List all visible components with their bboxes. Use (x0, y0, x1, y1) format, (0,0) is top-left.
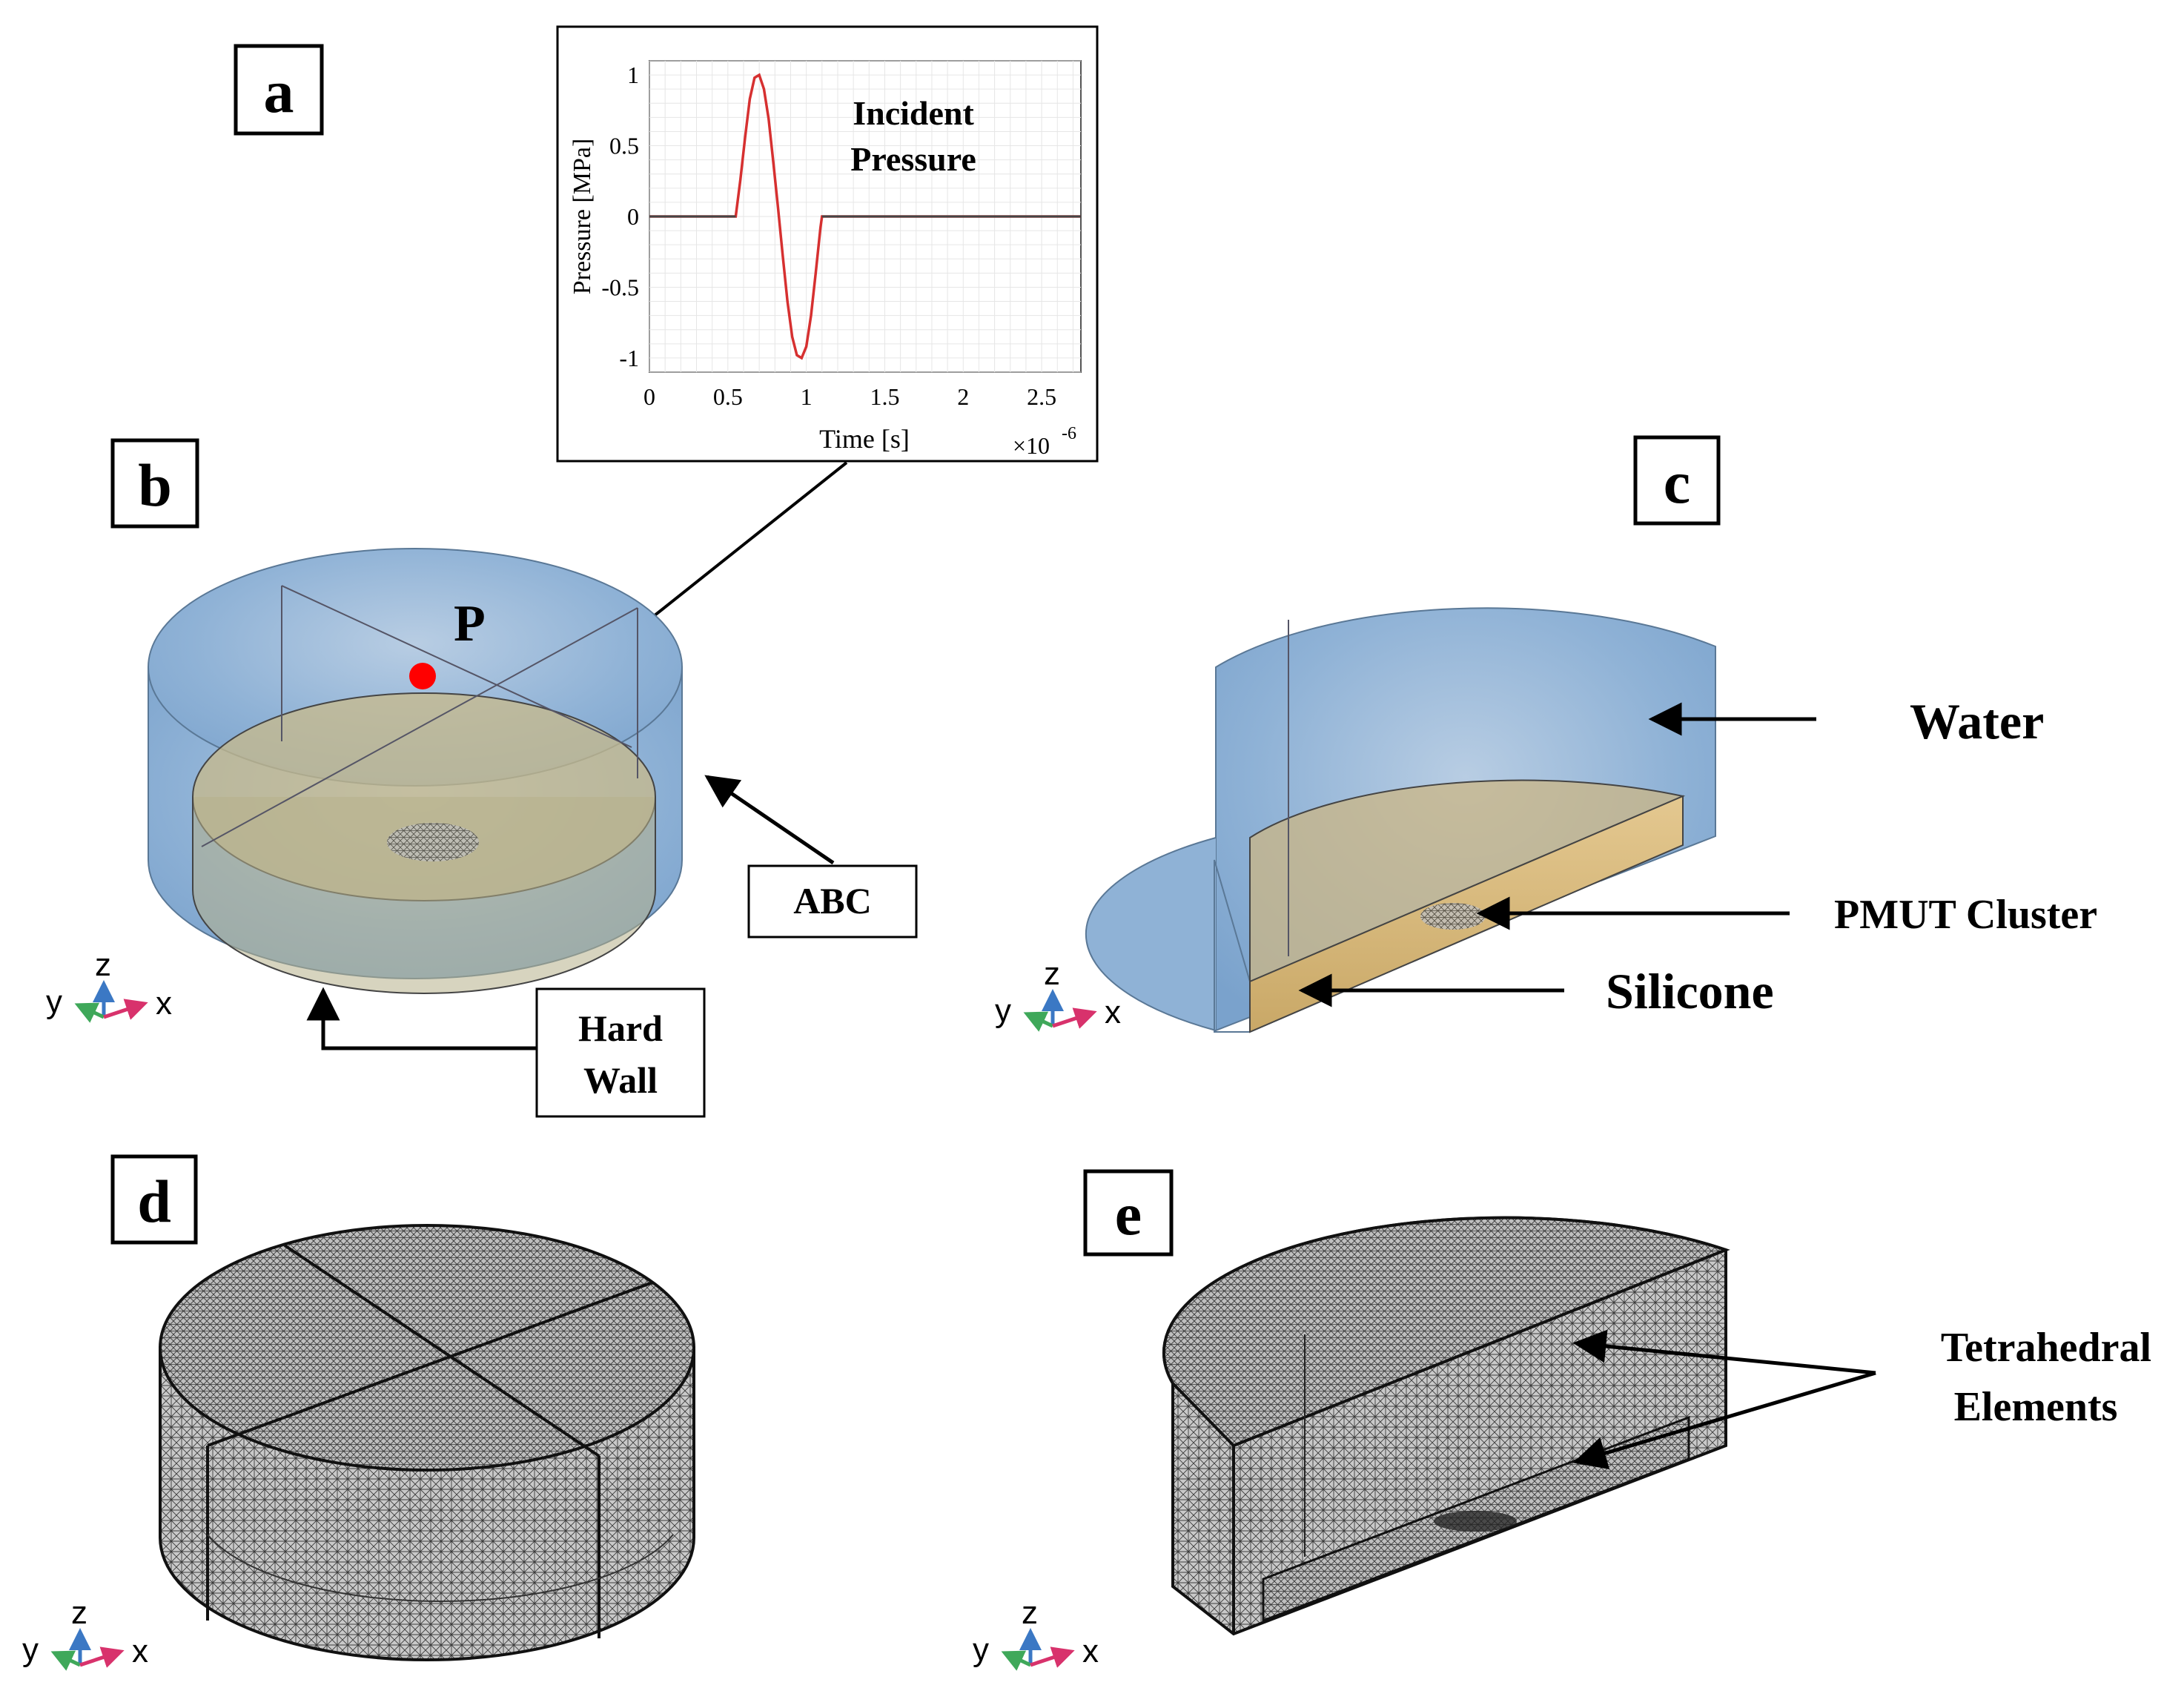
panel-label-b-box (110, 438, 199, 529)
chart-title-line1: Incident (853, 94, 974, 132)
axis-triad-c: z y x (995, 956, 1121, 1032)
silicone-layer-side (192, 797, 656, 994)
x-multiplier: ×10 (1013, 432, 1050, 459)
x-tick-labels: 0 0.5 1 1.5 2 2.5 (643, 383, 1056, 410)
triad-x-label: x (132, 1633, 148, 1669)
axis-triad-d: z y x (22, 1595, 148, 1671)
x-tick-label: 2 (957, 383, 969, 410)
tetra-arrow-upper (1572, 1329, 1876, 1375)
pmut-cluster-c (1420, 903, 1486, 930)
triad-y-label: y (22, 1632, 39, 1668)
x-multiplier-exponent: -6 (1062, 424, 1076, 443)
triad-y-axis (1023, 1011, 1054, 1032)
mesh-pmut-cluster (1434, 1511, 1517, 1532)
panel-label-e-group: e (1083, 1169, 1174, 1257)
panel-label-c: c (1664, 449, 1690, 516)
panel-label-b-group: b (110, 438, 199, 529)
panel-label-d-group: d (110, 1154, 198, 1245)
x-tick-label: 0.5 (713, 383, 743, 410)
tetra-arrow-lower (1572, 1371, 1876, 1470)
pmut-label: PMUT Cluster (1834, 892, 2097, 938)
panel-label-c-box (1633, 435, 1721, 526)
panel-label-b: b (138, 451, 172, 519)
quarter-partition-line (201, 607, 638, 847)
triad-y-axis (1001, 1650, 1032, 1671)
x-axis-label: Time [s] (819, 424, 910, 454)
y-tick-label: 0 (627, 203, 639, 230)
triad-z-label: z (71, 1595, 87, 1631)
cylinder-model-b: P (148, 548, 683, 994)
cylinder-mesh-d (159, 1224, 695, 1661)
mesh-partition-line (207, 1281, 653, 1447)
triad-z-label: z (1044, 956, 1060, 992)
triad-y-axis (74, 1002, 105, 1023)
water-curved-side (1085, 837, 1217, 1031)
tetra-label-line2: Elements (1954, 1384, 2118, 1430)
triad-z-label: z (1022, 1595, 1038, 1631)
water-label: Water (1910, 693, 2044, 749)
mesh-inner-edge (207, 1534, 674, 1602)
x-tick-label: 1.5 (870, 383, 899, 410)
panel-label-d-box (110, 1154, 198, 1245)
mesh-cylinder-top (159, 1224, 695, 1472)
triad-x-axis (1030, 1646, 1075, 1668)
y-axis-label: Pressure [MPa] (569, 139, 596, 295)
triad-y-label: y (973, 1632, 989, 1668)
x-tick-label: 0 (643, 383, 655, 410)
panel-label-a-box (234, 44, 324, 136)
panel-label-c-group: c (1633, 435, 1721, 526)
y-tick-label: 1 (627, 62, 639, 88)
panel-label-e: e (1115, 1180, 1142, 1248)
chart-title-line2: Pressure (850, 140, 976, 178)
axis-triad-e: z y x (973, 1595, 1099, 1671)
hardwall-box (535, 987, 706, 1118)
quarter-partition-line (281, 585, 632, 748)
panel-label-a-group: a (234, 44, 324, 136)
panel-label-a: a (264, 58, 294, 125)
x-tick-label: 2.5 (1027, 383, 1056, 410)
y-tick-label: -0.5 (601, 274, 639, 300)
abc-box (747, 864, 918, 939)
triad-x-axis (1052, 1007, 1097, 1029)
triad-x-axis (79, 1646, 125, 1668)
mesh-partition-line (283, 1244, 600, 1457)
y-tick-label: -1 (619, 345, 639, 371)
hardwall-label-line1: Hard (578, 1007, 663, 1049)
abc-arrow (704, 775, 835, 865)
half-cylinder-model-c (1085, 607, 1716, 1033)
triad-z-label: z (95, 947, 111, 983)
half-cylinder-mesh-e (1162, 1216, 1730, 1636)
triad-x-label: x (1105, 994, 1121, 1030)
triad-x-axis (103, 999, 148, 1020)
probe-point-label: P (454, 595, 486, 652)
hardwall-label-line2: Wall (583, 1059, 658, 1101)
probe-point-p (409, 663, 436, 689)
y-tick-label: 0.5 (609, 133, 639, 159)
panel-label-e-box (1083, 1169, 1174, 1257)
tetra-label-line1: Tetrahedral (1941, 1325, 2151, 1371)
triad-x-label: x (156, 985, 172, 1022)
triad-y-axis (50, 1650, 82, 1671)
x-tick-label: 1 (801, 383, 813, 410)
pressure-series-line (649, 73, 1081, 360)
triad-y-label: y (995, 993, 1011, 1029)
silicone-label: Silicone (1606, 963, 1774, 1019)
hardwall-arrow (306, 987, 537, 1050)
pmut-cluster-b (387, 823, 479, 861)
y-tick-labels: 1 0.5 0 -0.5 -1 (601, 62, 639, 371)
axis-triad-b: z y x (46, 947, 172, 1023)
pressure-chart: 1 0.5 0 -0.5 -1 0 0.5 1 1.5 2 2.5 Incident Pressu… (556, 25, 1099, 463)
abc-label: ABC (793, 880, 872, 921)
panel-label-d: d (137, 1168, 171, 1235)
triad-y-label: y (46, 984, 62, 1020)
silicone-half-top (1249, 779, 1686, 983)
triad-x-label: x (1082, 1633, 1099, 1669)
